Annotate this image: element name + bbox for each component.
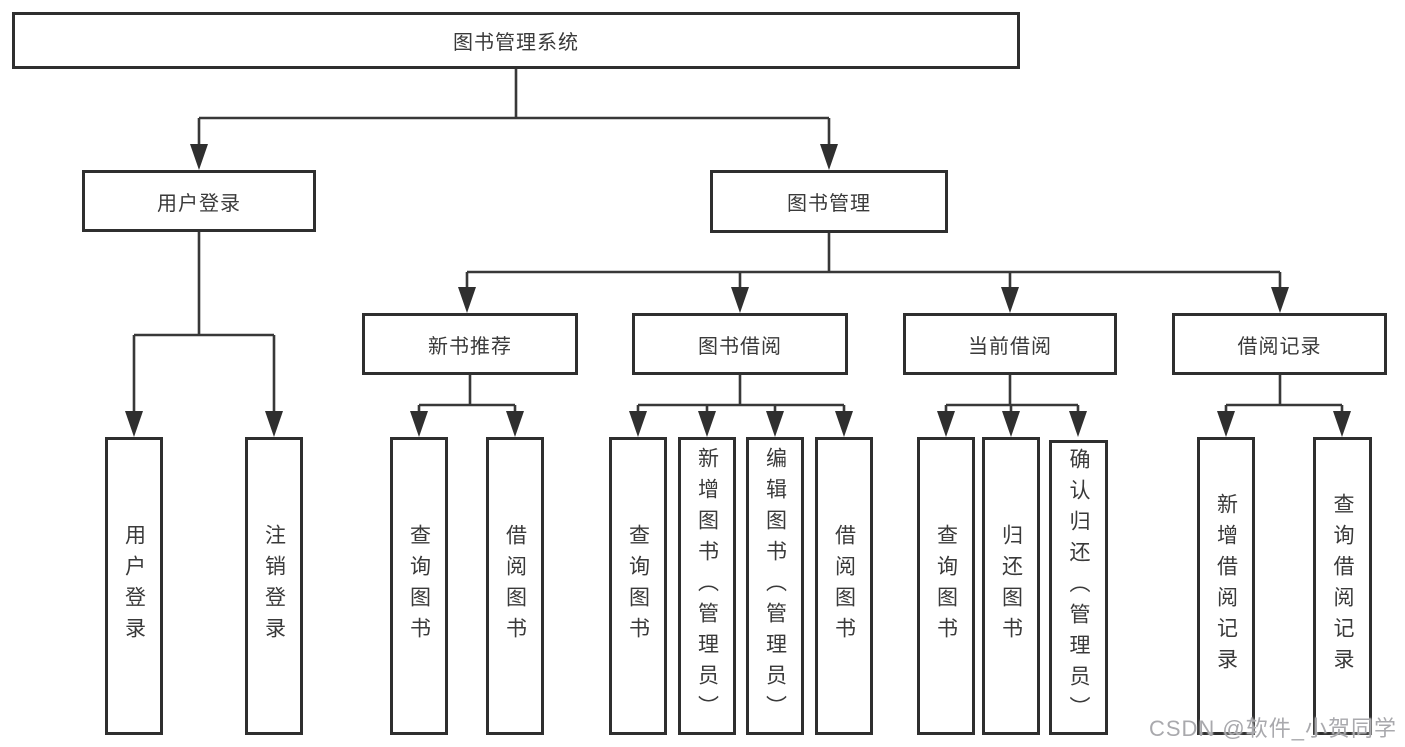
node-current-borrowing: 当前借阅 — [903, 313, 1117, 375]
leaf-edit-book-admin: 编辑图书（管理员） — [746, 437, 804, 735]
leaf-label: 查询图书 — [934, 524, 958, 648]
node-label: 借阅记录 — [1237, 335, 1322, 358]
leaf-query-books: 查询图书 — [609, 437, 667, 735]
leaf-borrow-books: 借阅图书 — [486, 437, 544, 735]
leaf-user-login: 用户登录 — [105, 437, 163, 735]
leaf-add-borrow-record: 新增借阅记录 — [1197, 437, 1255, 735]
leaf-borrow-books: 借阅图书 — [815, 437, 873, 735]
leaf-label: 归还图书 — [999, 524, 1023, 648]
leaf-label: 借阅图书 — [832, 524, 856, 648]
leaf-return-books: 归还图书 — [982, 437, 1040, 735]
node-label: 图书管理系统 — [453, 32, 579, 54]
leaf-confirm-return-admin: 确认归还（管理员） — [1049, 440, 1108, 735]
node-new-book-recommend: 新书推荐 — [362, 313, 578, 375]
leaf-label: 查询借阅记录 — [1331, 493, 1354, 679]
node-book-management: 图书管理 — [710, 170, 948, 233]
leaf-label: 注销登录 — [262, 524, 286, 648]
leaf-query-books: 查询图书 — [390, 437, 448, 735]
leaf-label: 查询图书 — [407, 524, 431, 648]
leaf-add-book-admin: 新增图书（管理员） — [678, 437, 736, 735]
node-label: 图书借阅 — [698, 335, 782, 358]
leaf-query-books: 查询图书 — [917, 437, 975, 735]
node-label: 当前借阅 — [968, 335, 1052, 358]
leaf-query-borrow-record: 查询借阅记录 — [1313, 437, 1372, 735]
leaf-label: 借阅图书 — [503, 524, 527, 648]
leaf-logout: 注销登录 — [245, 437, 303, 735]
leaf-label: 查询图书 — [626, 524, 650, 648]
leaf-label: 新增图书（管理员） — [695, 446, 719, 726]
node-user-login: 用户登录 — [82, 170, 316, 232]
node-label: 用户登录 — [157, 192, 241, 215]
leaf-label: 用户登录 — [122, 524, 146, 648]
node-borrowing-records: 借阅记录 — [1172, 313, 1387, 375]
node-label: 新书推荐 — [428, 335, 512, 358]
leaf-label: 确认归还（管理员） — [1067, 448, 1090, 727]
node-library-management-system: 图书管理系统 — [12, 12, 1020, 69]
node-book-borrowing: 图书借阅 — [632, 313, 848, 375]
node-label: 图书管理 — [787, 193, 871, 215]
leaf-label: 编辑图书（管理员） — [763, 446, 787, 726]
leaf-label: 新增借阅记录 — [1214, 493, 1238, 679]
